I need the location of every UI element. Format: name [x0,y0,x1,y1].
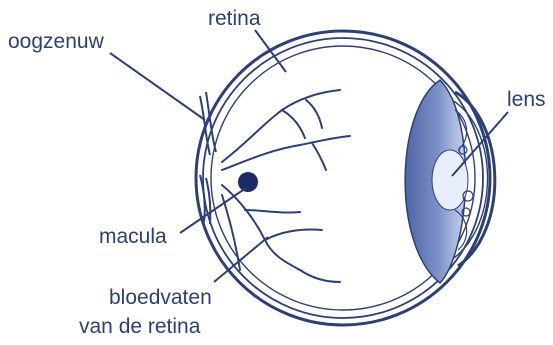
label-blood-vessels-1: bloedvaten [109,286,212,309]
label-macula: macula [99,225,167,248]
macula-dot [238,172,258,192]
label-retina: retina [208,7,261,30]
label-blood-vessels-2: van de retina [79,315,201,338]
label-optic-nerve: oogzenuw [8,30,105,53]
label-lens: lens [507,88,546,111]
